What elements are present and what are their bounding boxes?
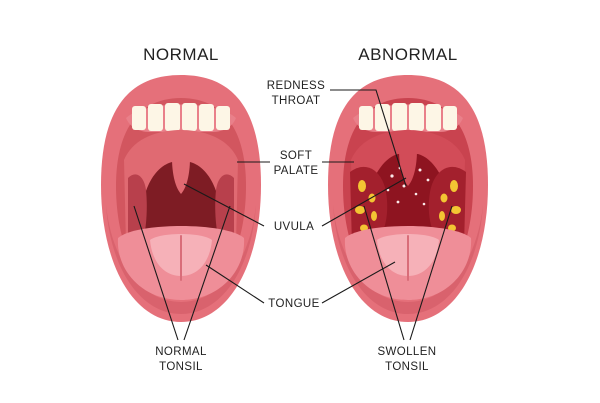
normal-upper-teeth — [132, 103, 230, 131]
label-redness: REDNESS — [267, 80, 325, 92]
normal-tooth — [165, 103, 180, 131]
label-tongue: TONGUE — [268, 298, 319, 310]
throat-spot — [418, 168, 422, 172]
label-swollen: SWOLLEN — [377, 346, 436, 358]
leader-redness-throat — [330, 89, 407, 187]
pus-patch — [355, 206, 365, 214]
pus-patch — [439, 211, 445, 221]
pus-patch — [440, 193, 448, 203]
leader-normal-tonsil-right — [183, 205, 231, 341]
leader-normal-tonsil-left — [133, 205, 179, 341]
abnormal-title: ABNORMAL — [358, 45, 457, 64]
normal-title: NORMAL — [143, 45, 219, 64]
throat-spot — [402, 184, 406, 188]
labels: REDNESS THROAT SOFT PALATE UVULA TONGUE … — [155, 80, 436, 373]
pus-patch — [451, 206, 461, 214]
abnormal-tooth — [426, 104, 441, 131]
throat-spot — [390, 174, 394, 178]
normal-tooth — [148, 104, 163, 131]
throat-spot — [426, 178, 430, 182]
normal-tooth — [199, 104, 214, 131]
abnormal-tooth — [392, 103, 407, 131]
abnormal-tooth — [443, 106, 457, 130]
pus-patch — [371, 211, 377, 221]
normal-throat — [139, 162, 223, 240]
leader-tongue-normal — [205, 264, 265, 304]
throat-spot — [422, 202, 426, 206]
pus-patch — [450, 180, 458, 192]
abnormal-tooth — [409, 103, 424, 131]
leader-uvula-abnormal — [321, 177, 407, 227]
pus-patch — [358, 180, 366, 192]
label-throat: THROAT — [272, 95, 321, 107]
normal-tonsil-left — [128, 174, 147, 244]
throat-spot — [396, 200, 400, 204]
label-normal: NORMAL — [155, 346, 207, 358]
throat-spot — [386, 188, 390, 192]
throat-spot — [414, 192, 418, 196]
normal-tooth — [216, 106, 230, 130]
abnormal-upper-teeth — [359, 103, 457, 131]
abnormal-tooth — [359, 106, 373, 130]
leader-lines — [133, 89, 453, 341]
normal-mouth — [101, 75, 261, 322]
label-uvula: UVULA — [274, 221, 314, 233]
label-normal-tonsil: TONSIL — [159, 361, 203, 373]
normal-tooth — [182, 103, 197, 131]
abnormal-mouth — [328, 75, 488, 322]
normal-tooth — [132, 106, 146, 130]
normal-tonsil-right — [215, 174, 234, 244]
label-soft: SOFT — [280, 150, 312, 162]
leader-uvula-normal — [183, 183, 265, 227]
label-palate: PALATE — [274, 165, 319, 177]
leader-swollen-tonsil-right — [409, 205, 453, 341]
leader-swollen-tonsil-left — [363, 205, 405, 341]
label-swollen-tonsil: TONSIL — [385, 361, 429, 373]
